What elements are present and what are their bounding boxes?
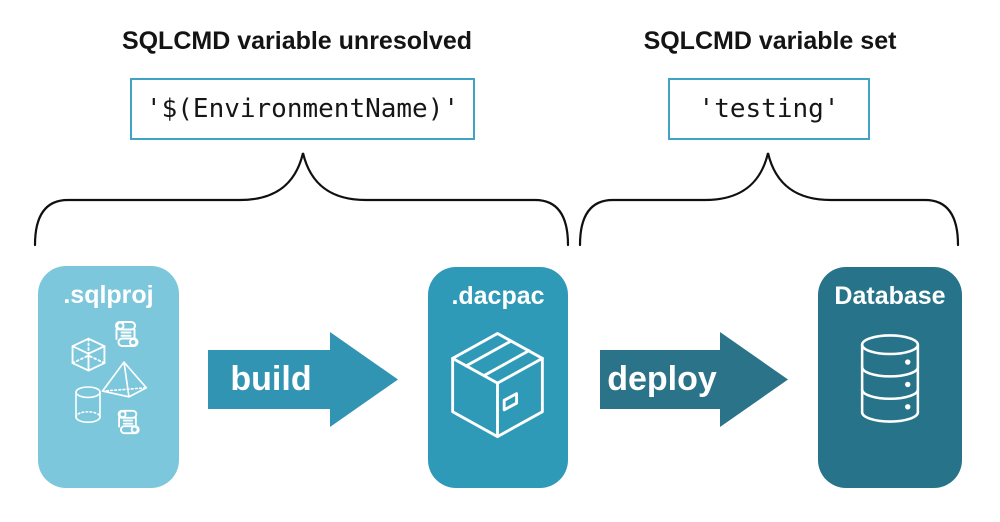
cylinder-icon bbox=[72, 385, 104, 425]
build-arrow-label: build bbox=[230, 359, 312, 398]
deploy-arrow-shape bbox=[600, 332, 788, 427]
dacpac-label: .dacpac bbox=[451, 282, 545, 310]
pyramid-icon bbox=[99, 358, 149, 401]
heading-sqlcmd-unresolved: SQLCMD variable unresolved bbox=[121, 27, 473, 55]
deploy-arrow bbox=[600, 332, 788, 427]
code-testing-value: 'testing' bbox=[698, 94, 840, 124]
database-cylinder-icon bbox=[852, 329, 928, 428]
heading-sqlcmd-set: SQLCMD variable set bbox=[643, 27, 897, 55]
stage-card-dacpac: .dacpac bbox=[428, 267, 568, 488]
package-icon bbox=[445, 322, 550, 450]
sqlproj-label: .sqlproj bbox=[63, 281, 154, 309]
build-arrow bbox=[208, 332, 398, 427]
code-box-testing: 'testing' bbox=[668, 78, 870, 140]
code-box-environment-name: '$(EnvironmentName)' bbox=[130, 78, 475, 140]
curly-brace-left-icon bbox=[33, 152, 570, 247]
database-label: Database bbox=[834, 282, 946, 310]
cube-icon bbox=[66, 334, 111, 379]
script-scroll-icon bbox=[109, 319, 141, 349]
code-environment-name: '$(EnvironmentName)' bbox=[145, 94, 460, 124]
stage-card-database: Database bbox=[818, 267, 962, 488]
deploy-arrow-label: deploy bbox=[607, 359, 717, 398]
stage-card-sqlproj: .sqlproj bbox=[38, 266, 179, 488]
script-scroll-icon bbox=[112, 408, 142, 436]
braces-graphic bbox=[33, 152, 960, 247]
curly-brace-right-icon bbox=[578, 152, 960, 247]
build-arrow-shape bbox=[208, 332, 398, 427]
